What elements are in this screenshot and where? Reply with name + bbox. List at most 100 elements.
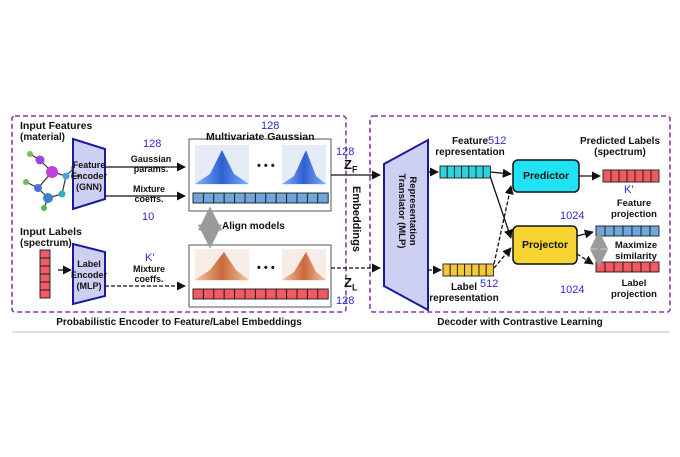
vector-cell <box>485 263 494 277</box>
vector-cell <box>618 169 628 183</box>
vector-cell <box>631 261 642 273</box>
feature-representation-vector <box>439 165 491 179</box>
vector-cell <box>650 169 660 183</box>
vector-cell <box>223 288 236 300</box>
vector-cell <box>39 265 51 275</box>
vector-cell <box>475 165 484 179</box>
arrow-feature-to-projector <box>489 175 513 239</box>
vector-cell <box>296 192 308 204</box>
vector-cell <box>626 169 636 183</box>
vector-cell <box>631 225 642 237</box>
vector-cell <box>39 273 51 283</box>
vector-cell <box>192 288 204 300</box>
vector-cell <box>649 261 660 273</box>
dim-128-gauss: 128 <box>261 120 280 132</box>
vector-cell <box>634 169 644 183</box>
vector-cell <box>286 288 298 300</box>
vector-cell <box>464 263 473 277</box>
dim-128-zf: 128 <box>336 146 355 158</box>
vector-cell <box>439 165 448 179</box>
vector-cell <box>234 192 246 204</box>
label-projection-vector <box>595 261 660 273</box>
input-labels-subtitle: (spectrum) <box>20 238 72 249</box>
vector-cell <box>244 288 256 300</box>
vector-cell <box>446 165 455 179</box>
maximize-similarity-label: Maximize similarity <box>614 240 658 262</box>
vector-cell <box>202 192 215 204</box>
left-panel-border <box>11 115 347 313</box>
label-projection-label: Label projection <box>611 278 657 300</box>
arrow-to-feature-proj <box>576 229 594 239</box>
label-representation-vector <box>442 263 494 277</box>
vector-cell <box>317 192 329 204</box>
ellipsis-top: • • • <box>257 160 275 172</box>
input-features-title: Input Features <box>20 120 93 132</box>
top-mixture-vector <box>192 192 329 204</box>
dim-1024-bottom: 1024 <box>560 284 585 296</box>
vector-cell <box>296 288 308 300</box>
molecule-icon <box>23 151 77 211</box>
projector-box <box>512 225 578 265</box>
arrow-to-label-proj <box>576 253 594 265</box>
label-encoder-shape <box>72 242 106 306</box>
vector-cell <box>39 289 51 299</box>
dim-kprime-right: K' <box>624 184 634 196</box>
vector-cell <box>275 192 288 204</box>
dim-10: 10 <box>142 211 155 223</box>
vector-cell <box>223 192 236 204</box>
vector-cell <box>604 261 615 273</box>
dim-512-top: 512 <box>488 135 507 147</box>
input-features-subtitle: (material) <box>20 132 66 143</box>
dim-128-zl: 128 <box>336 295 355 307</box>
vector-cell <box>449 263 458 277</box>
label-encoder-label: Label Encoder (MLP) <box>70 259 107 291</box>
vector-cell <box>442 263 451 277</box>
vector-cell <box>622 225 633 237</box>
dim-512-bottom: 512 <box>480 278 499 290</box>
arrow-label-to-predictor <box>493 185 514 265</box>
predictor-label: Predictor <box>522 170 570 182</box>
feature-representation-label: Feature representation <box>435 136 505 158</box>
vector-cell <box>286 192 298 204</box>
vector-cell <box>317 288 329 300</box>
arrow-feature-to-predictor <box>489 168 512 178</box>
right-panel-border <box>369 115 671 313</box>
vector-cell <box>471 263 480 277</box>
vector-cell <box>604 225 615 237</box>
right-panel-caption: Decoder with Contrastive Learning <box>437 317 603 328</box>
vector-cell <box>39 281 51 291</box>
dim-1024-top: 1024 <box>560 210 585 222</box>
vector-cell <box>642 169 652 183</box>
embeddings-label: Embeddings <box>350 185 362 252</box>
feature-encoder-label: Feature Encoder (GNN) <box>70 160 107 192</box>
vector-cell <box>265 288 277 300</box>
vector-cell <box>275 288 288 300</box>
left-panel-caption: Probabilistic Encoder to Feature/Label E… <box>56 317 302 328</box>
vector-cell <box>306 288 319 300</box>
vector-cell <box>640 261 651 273</box>
vector-cell <box>306 192 319 204</box>
vector-cell <box>595 225 606 237</box>
vector-cell <box>595 261 606 273</box>
vector-cell <box>461 165 470 179</box>
vector-cell <box>640 225 651 237</box>
vector-cell <box>234 288 246 300</box>
gaussian-params-label: Gaussian params. <box>130 154 172 174</box>
vector-cell <box>39 257 51 267</box>
vector-cell <box>213 288 225 300</box>
vector-cell <box>456 263 466 277</box>
ellipsis-bottom: • • • <box>257 262 275 274</box>
predicted-labels-label: Predicted Labels (spectrum) <box>579 136 661 158</box>
translator-shape <box>383 138 429 312</box>
align-models-label: Align models <box>222 221 285 232</box>
vector-cell <box>610 169 620 183</box>
mixture-coeffs-bottom-label: Mixture coeffs. <box>132 264 165 284</box>
input-labels-vector <box>39 249 51 299</box>
vector-cell <box>192 192 204 204</box>
translator-label: Representation Translator (MLP) <box>396 173 418 249</box>
mixture-coeffs-top-label: Mixture coeffs. <box>132 184 165 204</box>
vector-cell <box>265 192 277 204</box>
vector-cell <box>453 165 463 179</box>
vector-cell <box>649 225 660 237</box>
